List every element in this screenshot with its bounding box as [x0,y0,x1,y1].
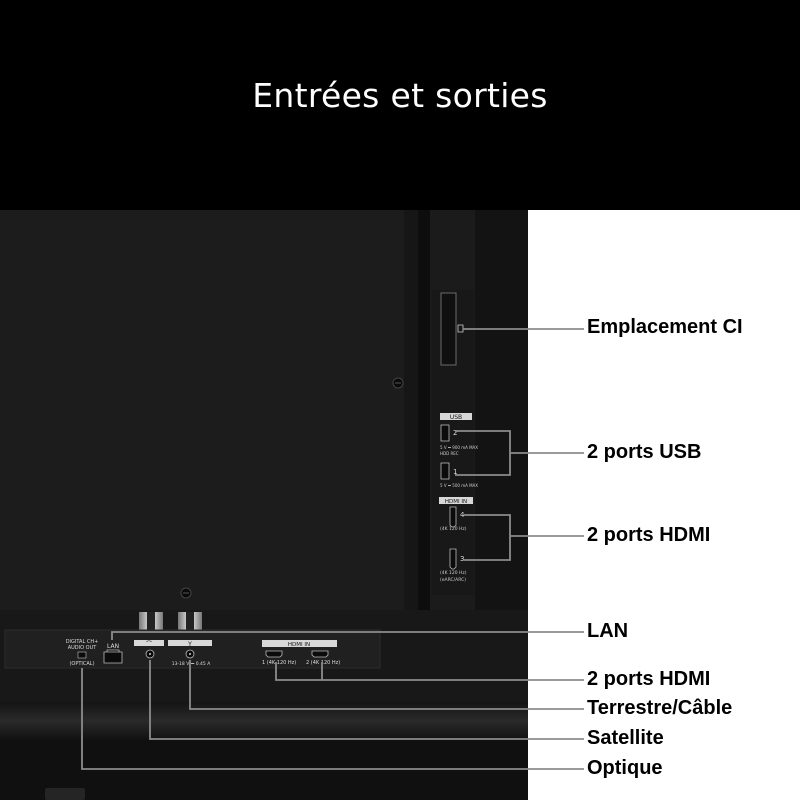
callout-usb: 2 ports USB [587,441,702,463]
hdmi-port-icon [311,650,329,658]
ci-card-icon [457,324,464,333]
side-bezel [418,210,430,610]
hdmi-2-label: 2 (4K 120 Hz) [306,660,340,666]
optical-port-icon [77,651,87,659]
bottom-connector-panel [4,629,381,669]
hdmi-3-number: 3 [460,555,464,563]
usb-port-1-spec: 5 V ⎓ 500 mA MAX [440,483,478,488]
dc-spec-label: 13-18 V ⎓ 0.45 A [172,661,211,667]
hdmi-in-bottom-label: HDMI IN [288,642,310,648]
hdmi-port-icon [265,650,283,658]
lan-port-label: LAN [107,643,119,650]
usb-port-2-number: 2 [453,429,457,437]
header-banner: Entrées et sorties [0,0,800,210]
leader-lines [81,328,584,770]
leader-line-hdmi-side [464,514,584,561]
hdmi-1-label: 1 (4K 120 Hz) [262,660,296,666]
hdmi-4-spec: (4K 120 Hz) [440,526,467,532]
hdmi-4-number: 4 [460,511,465,519]
tv-stand [0,702,528,740]
hdmi-3-note: (eARC/ARC) [440,577,466,583]
hdmi-port-icon [449,506,457,528]
usb-port-icon [440,424,450,442]
coax-connector-icon [178,612,202,630]
digital-out-label: DIGITAL CH+ [66,639,99,645]
antenna-icon: Y [187,641,192,648]
tv-rear-panel-photo: DIGITAL CH+ AUDIO OUT (OPTICAL) LAN ⌒ Y … [0,210,584,800]
leader-line-lan [111,631,584,640]
leader-line-usb [455,430,584,476]
hdmi-in-side-label: HDMI IN [445,499,467,505]
coax-connector-icon [139,612,163,630]
hdmi-3-spec: (4K 120 Hz) [440,570,467,576]
callout-hdmi-bottom: 2 ports HDMI [587,668,711,690]
callout-satellite: Satellite [587,727,664,749]
callout-ci-slot: Emplacement CI [587,316,743,338]
callout-optical: Optique [587,757,663,779]
leader-line-terrestrial [189,660,584,710]
callout-terrestrial: Terrestre/Câble [587,697,733,719]
screw-icon [180,587,192,599]
usb-port-icon [440,462,450,480]
page-title: Entrées et sorties [252,76,548,115]
leader-line-satellite [149,660,584,740]
ci-slot [440,292,457,366]
satellite-dish-icon: ⌒ [146,641,152,648]
back-cover-plate [0,210,418,610]
leader-line-optical [81,668,584,770]
leader-line-hdmi-bottom [275,662,584,681]
usb-port-2-note: HDD REC [440,451,459,456]
screw-icon [392,377,404,389]
usb-port-1-number: 1 [453,468,457,476]
usb-header-label: USB [450,414,462,421]
audio-out-label: AUDIO OUT [68,645,98,651]
callout-lan: LAN [587,620,629,642]
optical-label: (OPTICAL) [69,661,94,667]
hdmi-port-icon [449,548,457,570]
callout-hdmi-side: 2 ports HDMI [587,524,711,546]
usb-port-2-spec: 5 V ⎓ 900 mA MAX [440,445,478,450]
lan-port-icon [103,649,123,664]
